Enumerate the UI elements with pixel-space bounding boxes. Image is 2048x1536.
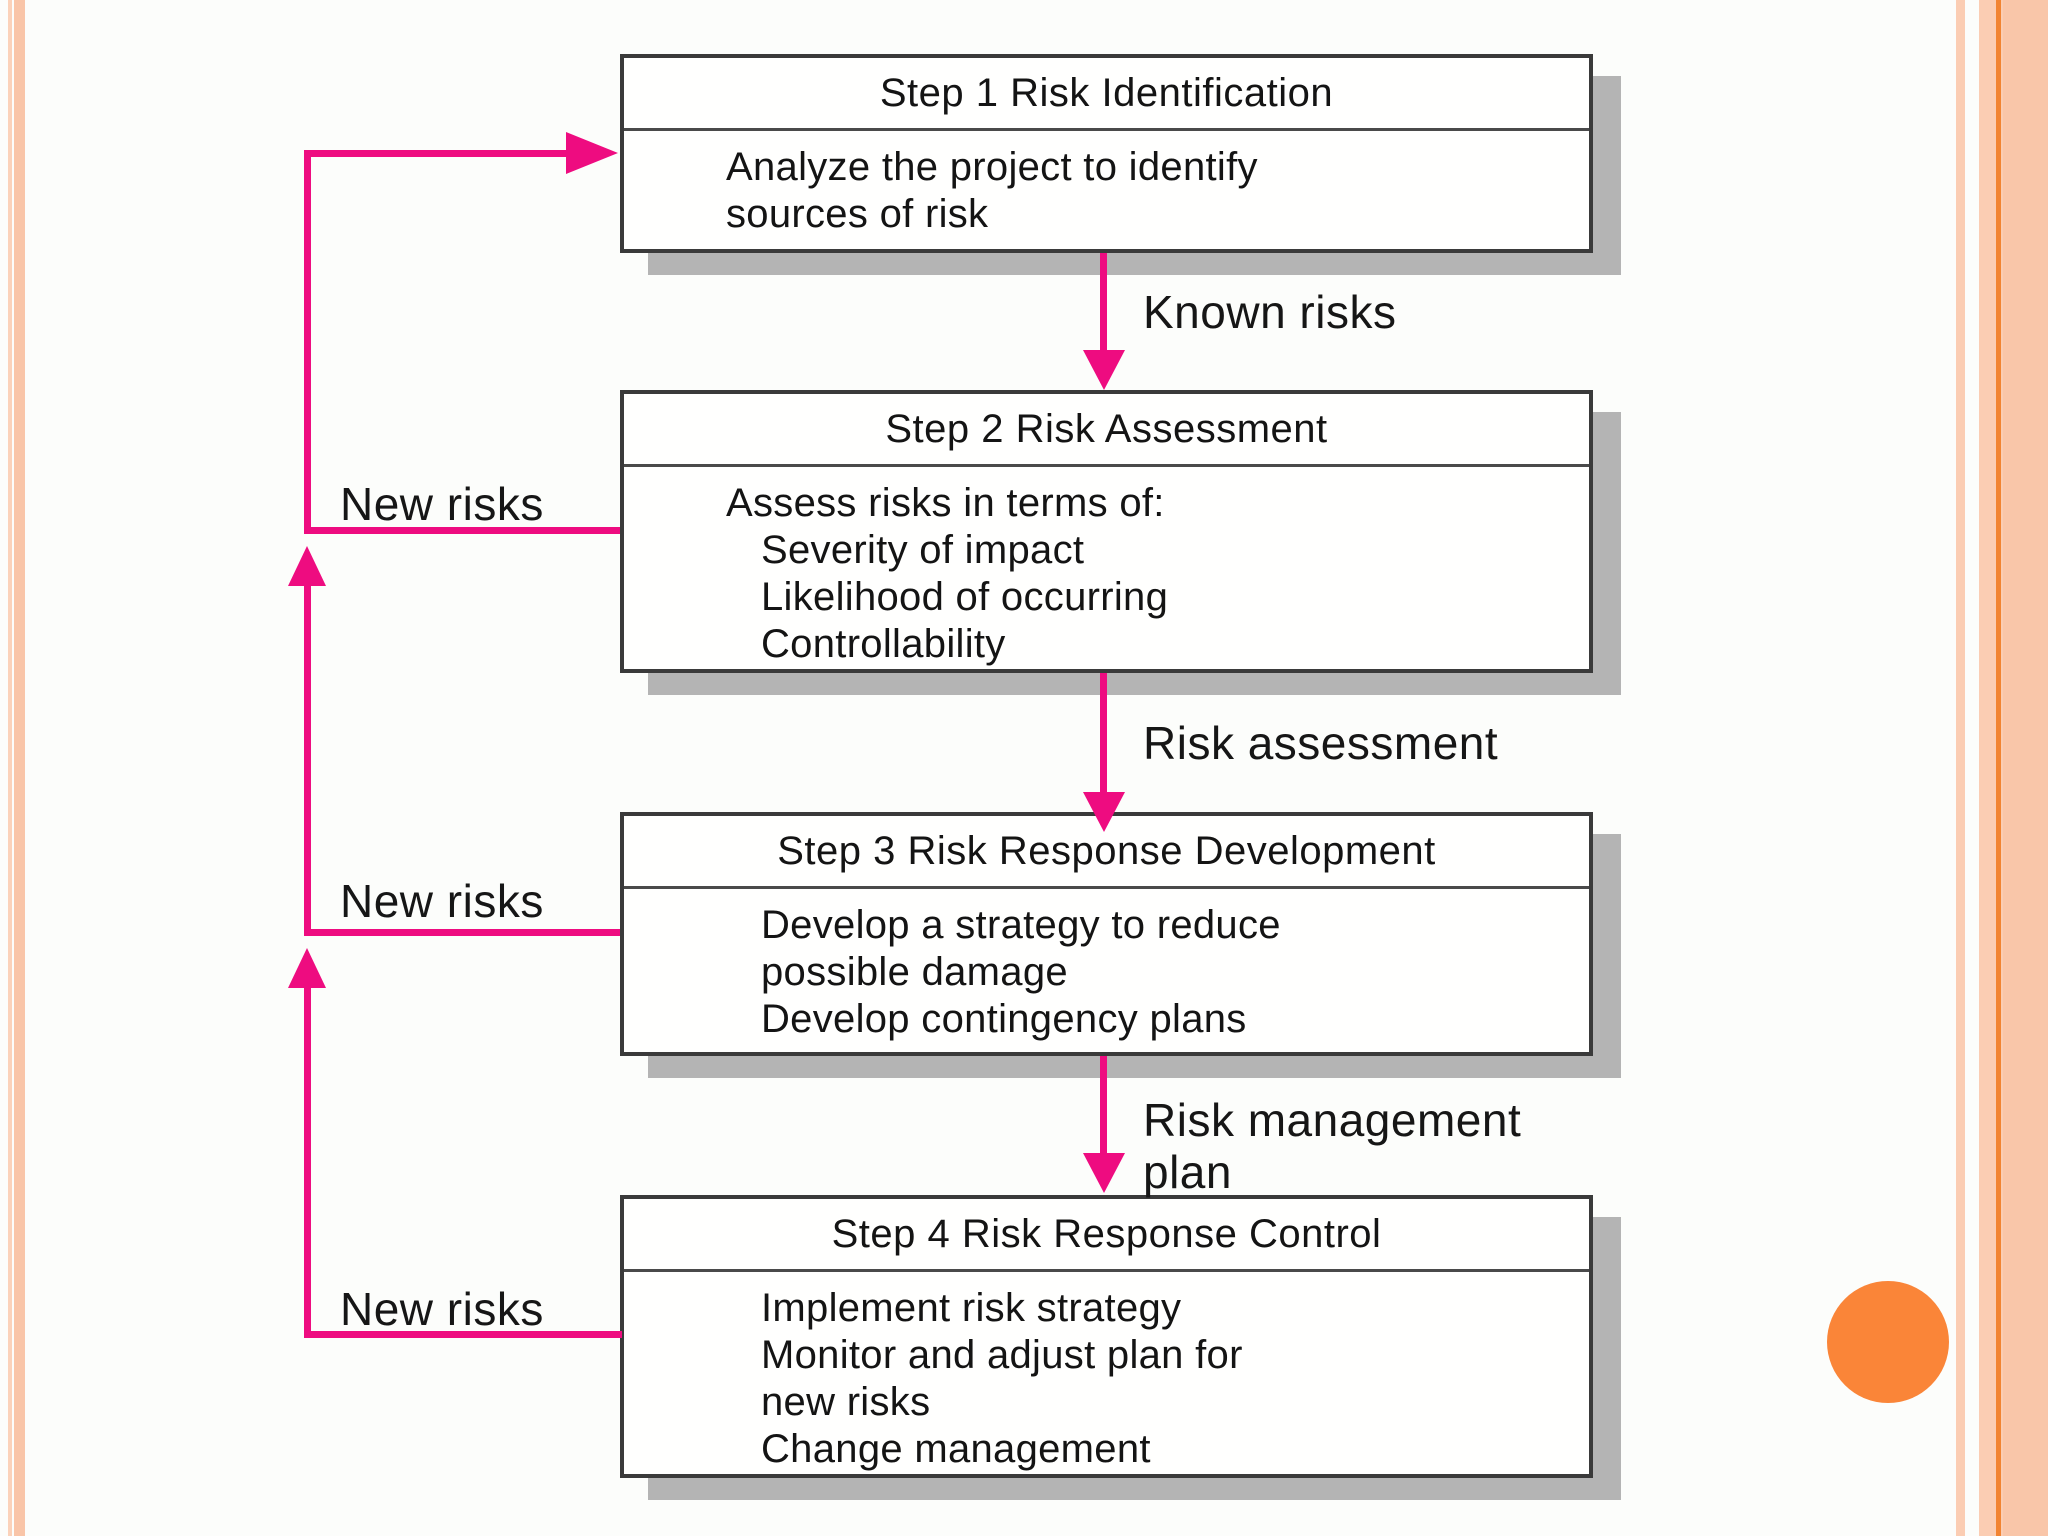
step2-title: Step 2 Risk Assessment [624, 394, 1589, 467]
step1-body: Analyze the project to identify sources … [624, 131, 1589, 238]
flow-arrow-step1-step2 [1100, 253, 1107, 355]
arrow-up-icon [288, 948, 326, 988]
flow-label-known-risks: Known risks [1143, 286, 1397, 338]
feedback-line-step2-vertical [304, 150, 311, 534]
step2-body: Assess risks in terms of: Severity of im… [624, 467, 1589, 668]
feedback-line-step4-vertical [304, 988, 311, 1338]
step4-title: Step 4 Risk Response Control [624, 1199, 1589, 1272]
step1-line: Analyze the project to identify [726, 145, 1258, 189]
step2-line: Likelihood of occurring [761, 575, 1169, 619]
right-border-stripe-thin [1956, 0, 1965, 1536]
feedback-label-new-risks-3: New risks [340, 1283, 544, 1335]
step4-line: Change management [761, 1427, 1151, 1471]
step3-line: Develop contingency plans [761, 997, 1247, 1041]
step4-line: new risks [761, 1380, 931, 1424]
step1-box: Step 1 Risk Identification Analyze the p… [620, 54, 1593, 253]
step1-title: Step 1 Risk Identification [624, 58, 1589, 131]
step4-box: Step 4 Risk Response Control Implement r… [620, 1195, 1593, 1478]
arrow-up-icon [288, 546, 326, 586]
step3-line: possible damage [761, 950, 1068, 994]
right-border-band-outer [2003, 0, 2048, 1536]
feedback-line-step4-horizontal [304, 1331, 622, 1338]
step3-line: Develop a strategy to reduce [761, 903, 1281, 947]
step4-body: Implement risk strategy Monitor and adju… [624, 1272, 1589, 1473]
arrow-right-icon [566, 132, 618, 174]
arrow-down-icon [1083, 1153, 1125, 1193]
feedback-line-into-step1 [304, 150, 566, 157]
left-border-stripe-wide [14, 0, 25, 1536]
arrow-down-icon [1083, 792, 1125, 832]
step4-line: Monitor and adjust plan for [761, 1333, 1243, 1377]
feedback-label-new-risks-1: New risks [340, 478, 544, 530]
right-border-accent-line [1996, 0, 2001, 1536]
left-border-stripe-thin [8, 0, 12, 1536]
flow-arrow-step2-step3 [1100, 673, 1107, 795]
feedback-line-step3-vertical [304, 586, 311, 936]
step3-body: Develop a strategy to reduce possible da… [624, 889, 1589, 1043]
feedback-label-new-risks-2: New risks [340, 875, 544, 927]
step2-line: Controllability [761, 622, 1006, 666]
flow-label-risk-management-plan: Risk management plan [1143, 1094, 1522, 1198]
step2-line: Severity of impact [761, 528, 1085, 572]
feedback-line-step2-horizontal [304, 527, 620, 534]
feedback-line-step3-horizontal [304, 929, 620, 936]
arrow-down-icon [1083, 350, 1125, 390]
flow-label-risk-assessment: Risk assessment [1143, 717, 1499, 769]
step3-box: Step 3 Risk Response Development Develop… [620, 812, 1593, 1056]
step1-line: sources of risk [726, 192, 989, 236]
step3-title: Step 3 Risk Response Development [624, 816, 1589, 889]
orange-circle-decoration [1827, 1281, 1949, 1403]
step4-line: Implement risk strategy [761, 1286, 1182, 1330]
step2-box: Step 2 Risk Assessment Assess risks in t… [620, 390, 1593, 673]
step2-line: Assess risks in terms of: [726, 481, 1165, 525]
flow-arrow-step3-step4 [1100, 1056, 1107, 1156]
